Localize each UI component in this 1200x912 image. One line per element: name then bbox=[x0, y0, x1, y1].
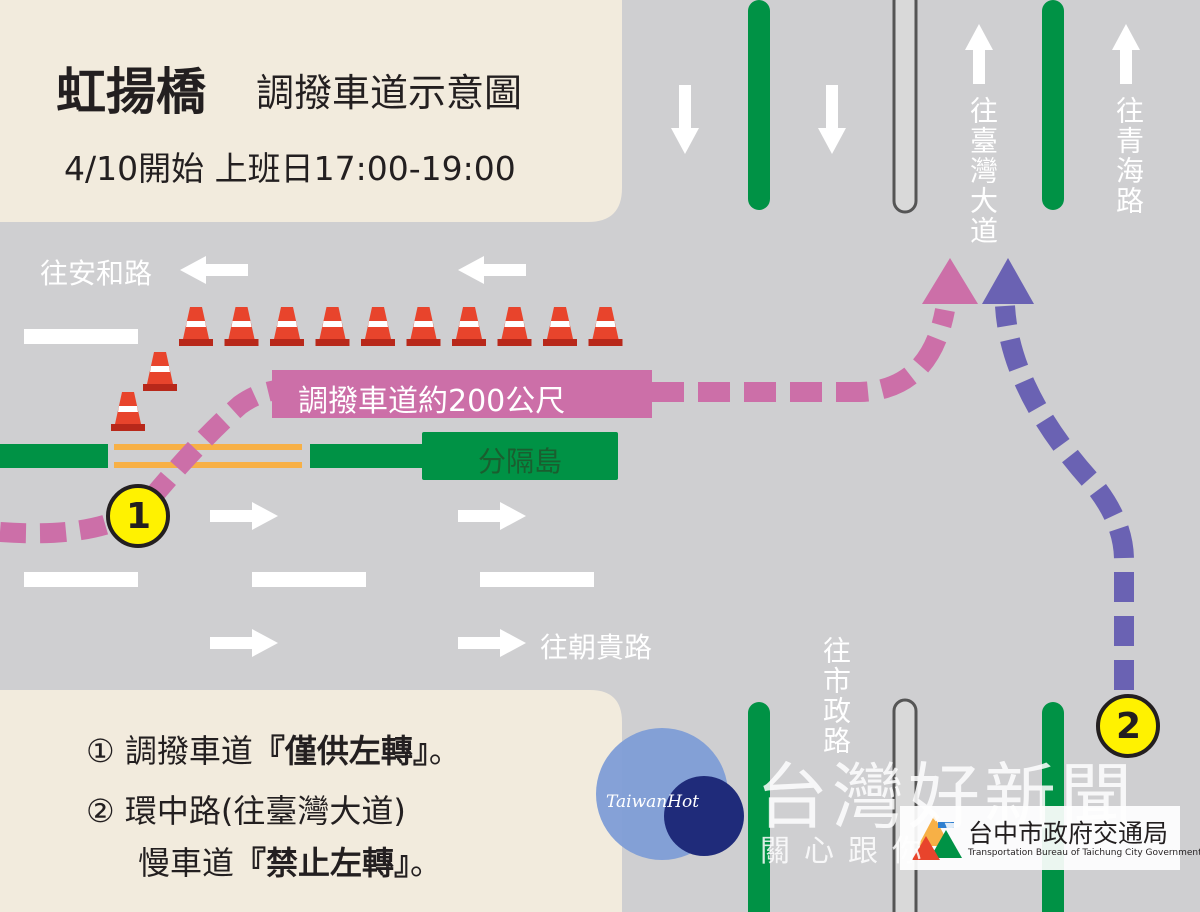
traffic-cone bbox=[361, 307, 395, 346]
median-island bbox=[422, 432, 618, 480]
arrow-right-4 bbox=[458, 629, 526, 657]
watermark-logo-text: TaiwanHot bbox=[606, 792, 700, 812]
traffic-cone bbox=[143, 352, 177, 391]
slow-lane-arrowhead bbox=[982, 258, 1034, 304]
median-horizontal bbox=[0, 432, 618, 480]
orange-double-line bbox=[114, 444, 302, 468]
road-label-qinghai: 往青海路 bbox=[1112, 96, 1145, 216]
note-1-text: 調撥車道 bbox=[124, 732, 253, 770]
reversible-lane-label-box bbox=[272, 370, 652, 418]
title-panel bbox=[0, 0, 622, 222]
lane-dashes-left bbox=[24, 329, 594, 587]
marker-2-number: 2 bbox=[1116, 706, 1142, 747]
traffic-cone bbox=[179, 307, 213, 346]
road-label-anhe: 往安和路 bbox=[40, 257, 153, 290]
arrow-down-1 bbox=[671, 85, 699, 154]
marker-1-circle bbox=[106, 484, 170, 548]
note-2-line2: 慢車道『禁止左轉』。 bbox=[138, 838, 442, 884]
note-2-number: ② bbox=[86, 792, 115, 830]
note-2-line2-text: 慢車道 bbox=[138, 844, 235, 882]
traffic-cone bbox=[224, 307, 259, 346]
traffic-cone bbox=[543, 307, 577, 346]
watermark-headline: 台灣好新聞 bbox=[756, 755, 1137, 839]
arrow-left-2 bbox=[458, 256, 526, 284]
note-2: ② 環中路(往臺灣大道) bbox=[86, 786, 406, 832]
note-2-bold: 『禁止左轉』 bbox=[234, 844, 411, 882]
arrow-up-1 bbox=[965, 24, 993, 84]
reversible-lane-path bbox=[0, 380, 280, 544]
traffic-cone bbox=[497, 307, 532, 346]
watermark-slogan: 關心跟你 bbox=[760, 834, 936, 869]
traffic-cones bbox=[111, 307, 623, 431]
reversible-lane-path-right bbox=[652, 307, 955, 402]
arrow-down-2 bbox=[818, 85, 846, 154]
traffic-cone bbox=[588, 307, 623, 346]
road-label-shizheng: 往市政路 bbox=[819, 636, 852, 756]
traffic-cone bbox=[315, 307, 350, 346]
marker-2-circle bbox=[1096, 694, 1160, 758]
note-2-tail: 。 bbox=[410, 844, 443, 882]
traffic-cone bbox=[406, 307, 441, 346]
arrow-right-3 bbox=[210, 629, 278, 657]
arrow-right-2 bbox=[458, 502, 526, 530]
diagram-subtitle: 調撥車道示意圖 bbox=[256, 71, 523, 115]
note-1-bold: 『僅供左轉』 bbox=[252, 732, 429, 770]
arrow-up-2 bbox=[1112, 24, 1140, 84]
watermark-logo-circle-small bbox=[664, 776, 744, 856]
schedule-text: 4/10開始 上班日17:00-19:00 bbox=[64, 149, 516, 188]
road-label-chaogui: 往朝貴路 bbox=[540, 631, 653, 664]
traffic-cone bbox=[452, 307, 486, 346]
reversible-lane-label: 調撥車道約200公尺 bbox=[298, 384, 566, 419]
agency-name-en: Transportation Bureau of Taichung City G… bbox=[968, 848, 1200, 858]
note-2-text: 環中路(往臺灣大道) bbox=[124, 792, 406, 830]
arrow-right-1 bbox=[210, 502, 278, 530]
reversible-lane-arrowhead bbox=[922, 258, 978, 304]
note-1-tail: 。 bbox=[428, 732, 461, 770]
median-label: 分隔島 bbox=[478, 445, 563, 478]
traffic-cone bbox=[270, 307, 304, 346]
arrow-left-1 bbox=[180, 256, 248, 284]
notes-panel bbox=[0, 690, 622, 912]
marker-1-number: 1 bbox=[126, 496, 152, 537]
traffic-cone bbox=[111, 392, 145, 431]
agency-name: 台中市政府交通局 bbox=[968, 819, 1169, 848]
diagram-title: 虹揚橋 bbox=[56, 63, 206, 121]
note-1-number: ① bbox=[86, 732, 115, 770]
note-1: ① 調撥車道『僅供左轉』。 bbox=[86, 726, 461, 772]
slow-lane-path bbox=[995, 305, 1134, 690]
road-label-taiwan-blvd: 往臺灣大道 bbox=[966, 96, 999, 246]
agency-logo-icon bbox=[912, 816, 962, 860]
